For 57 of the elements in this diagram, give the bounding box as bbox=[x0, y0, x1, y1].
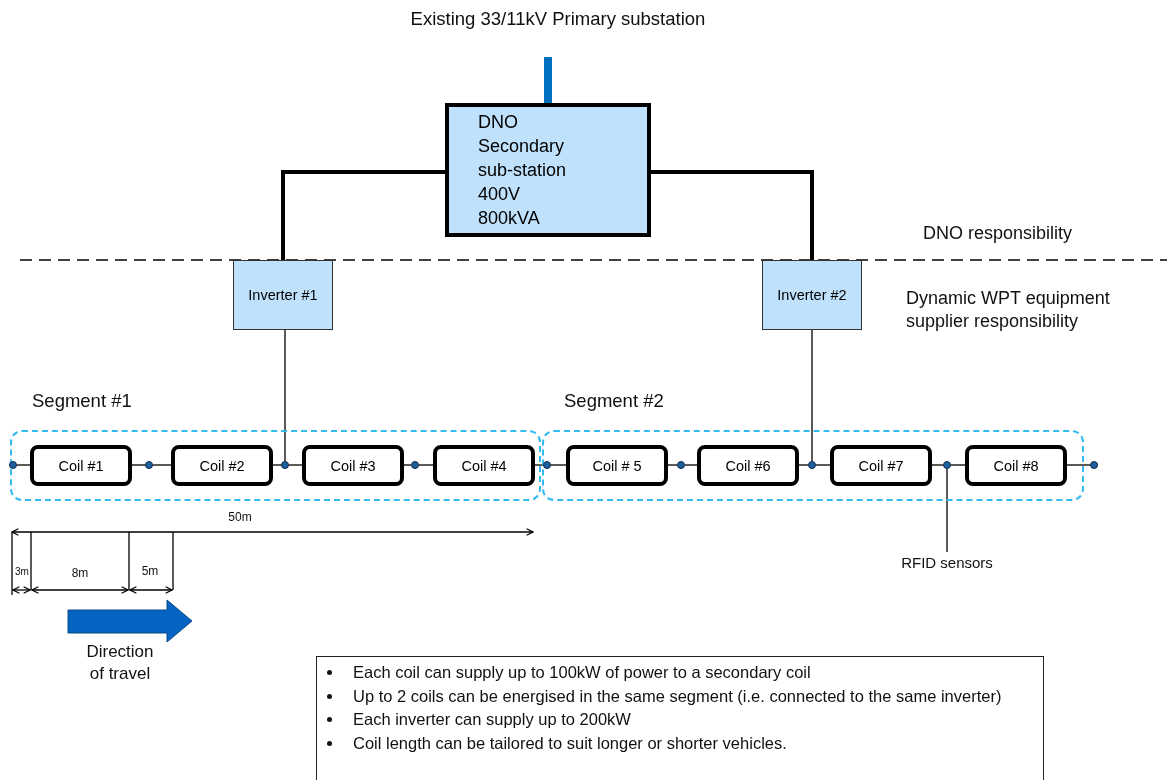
connector-line bbox=[16, 464, 31, 466]
node-label: Existing 33/11kV Primary substation bbox=[409, 8, 707, 30]
coil-box: Coil #7 bbox=[830, 445, 932, 486]
connector-line bbox=[931, 464, 944, 466]
connector-line bbox=[152, 464, 172, 466]
connector-line bbox=[131, 464, 146, 466]
connector-line bbox=[550, 464, 567, 466]
zone-label: Dynamic WPT equipment supplier responsibility bbox=[906, 287, 1111, 334]
bullet-item: Each coil can supply up to 100kW of power to a secondary coil bbox=[353, 662, 812, 683]
dimension-label: 8m bbox=[70, 566, 90, 582]
coil-box: Coil #2 bbox=[171, 445, 273, 486]
connector-line bbox=[403, 464, 412, 466]
connector-line bbox=[288, 464, 303, 466]
direction-label: Direction of travel bbox=[85, 641, 155, 686]
dimension-label: 3m bbox=[14, 565, 30, 578]
junction-dot bbox=[808, 461, 816, 469]
coil-box: Coil # 5 bbox=[566, 445, 668, 486]
segment-heading: Segment #1 bbox=[32, 390, 132, 412]
connector-line bbox=[798, 464, 809, 466]
junction-dot bbox=[543, 461, 551, 469]
connector-line bbox=[811, 329, 813, 462]
coil-box: Coil #3 bbox=[302, 445, 404, 486]
connector-line bbox=[1066, 464, 1091, 466]
power-cable bbox=[281, 170, 445, 260]
coil-box: Coil #8 bbox=[965, 445, 1067, 486]
junction-dot bbox=[281, 461, 289, 469]
connector-line bbox=[815, 464, 831, 466]
bullet-item: Up to 2 coils can be energised in the same segment (i.e. connected to the same inverter) bbox=[353, 685, 1003, 707]
inverter-box: Inverter #1 bbox=[233, 260, 333, 330]
bullet-item: Each inverter can supply up to 200kW bbox=[353, 709, 632, 730]
junction-dot bbox=[677, 461, 685, 469]
junction-dot bbox=[943, 461, 951, 469]
power-cable bbox=[651, 170, 814, 260]
coil-box: Coil #6 bbox=[697, 445, 799, 486]
dimension-label: 50m bbox=[227, 510, 253, 526]
connector-line bbox=[284, 329, 286, 462]
segment-heading: Segment #2 bbox=[564, 390, 664, 412]
inverter-box: Inverter #2 bbox=[762, 260, 862, 330]
junction-dot bbox=[9, 461, 17, 469]
connector-line bbox=[946, 468, 948, 553]
connector-line bbox=[950, 464, 966, 466]
junction-dot bbox=[145, 461, 153, 469]
connector-line bbox=[272, 464, 282, 466]
bullet-item: Coil length can be tailored to suit longer or shorter vehicles. bbox=[353, 732, 788, 754]
coil-box: Coil #4 bbox=[433, 445, 535, 486]
connector-line bbox=[667, 464, 678, 466]
coil-box: Coil #1 bbox=[30, 445, 132, 486]
connector-line bbox=[418, 464, 434, 466]
dimension-label: 5m bbox=[140, 564, 160, 580]
connector-line bbox=[684, 464, 698, 466]
substation-box: DNO Secondary sub-station 400V 800kVA bbox=[445, 103, 651, 237]
zone-label: DNO responsibility bbox=[923, 222, 1074, 245]
junction-dot bbox=[1090, 461, 1098, 469]
junction-dot bbox=[411, 461, 419, 469]
connector-line bbox=[534, 464, 544, 466]
node-label: RFID sensors bbox=[900, 554, 994, 571]
notes-box bbox=[316, 656, 1044, 780]
